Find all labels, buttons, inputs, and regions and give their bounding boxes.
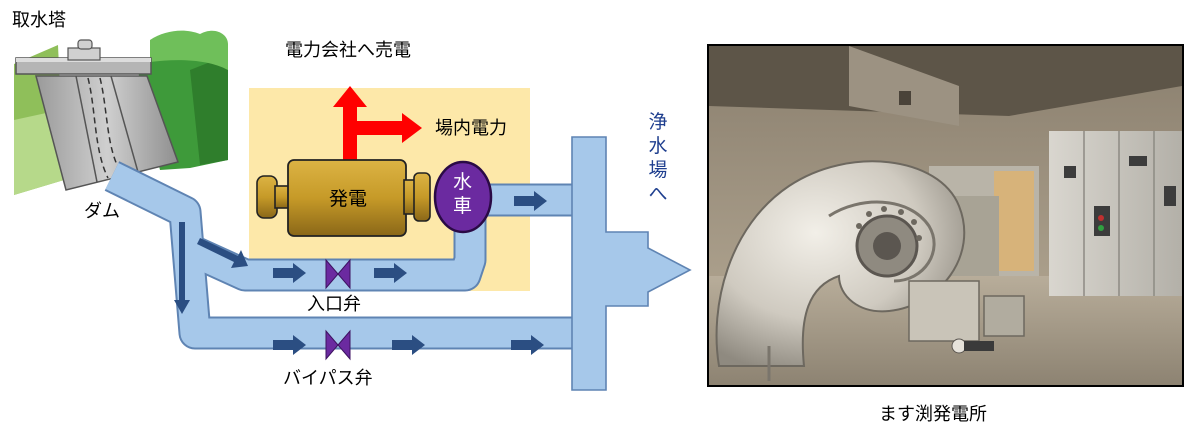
to-plant-label: 浄 水 場 へ xyxy=(646,110,670,206)
intake-tower-label: 取水塔 xyxy=(12,10,66,31)
to-plant-char: 場 xyxy=(648,159,668,181)
dam-illustration xyxy=(14,30,228,195)
inlet-valve xyxy=(325,258,351,290)
onsite-power-label: 場内電力 xyxy=(435,118,507,139)
turbine-label-top: 水 xyxy=(453,171,473,193)
to-plant-char: へ xyxy=(648,183,668,205)
generator xyxy=(256,159,431,237)
generator-label: 発電 xyxy=(329,188,368,210)
power-station-photo xyxy=(707,44,1184,387)
to-plant-char: 浄 xyxy=(648,111,668,133)
turbine xyxy=(433,160,493,234)
diagram-canvas xyxy=(14,30,692,391)
to-plant-char: 水 xyxy=(648,135,668,157)
bypass-valve-label: バイパス弁 xyxy=(283,368,373,389)
photo-caption: ます渕発電所 xyxy=(879,404,987,425)
flow-arrows xyxy=(174,191,547,355)
bypass-valve xyxy=(325,329,351,361)
photo-illustration xyxy=(709,46,1182,385)
power-arrows xyxy=(333,86,422,162)
inlet-valve-label: 入口弁 xyxy=(307,294,361,315)
outlet-arrow xyxy=(571,136,692,391)
turbine-label-bottom: 車 xyxy=(453,195,473,217)
sell-power-label: 電力会社へ売電 xyxy=(285,40,411,61)
dam-label: ダム xyxy=(84,201,120,222)
